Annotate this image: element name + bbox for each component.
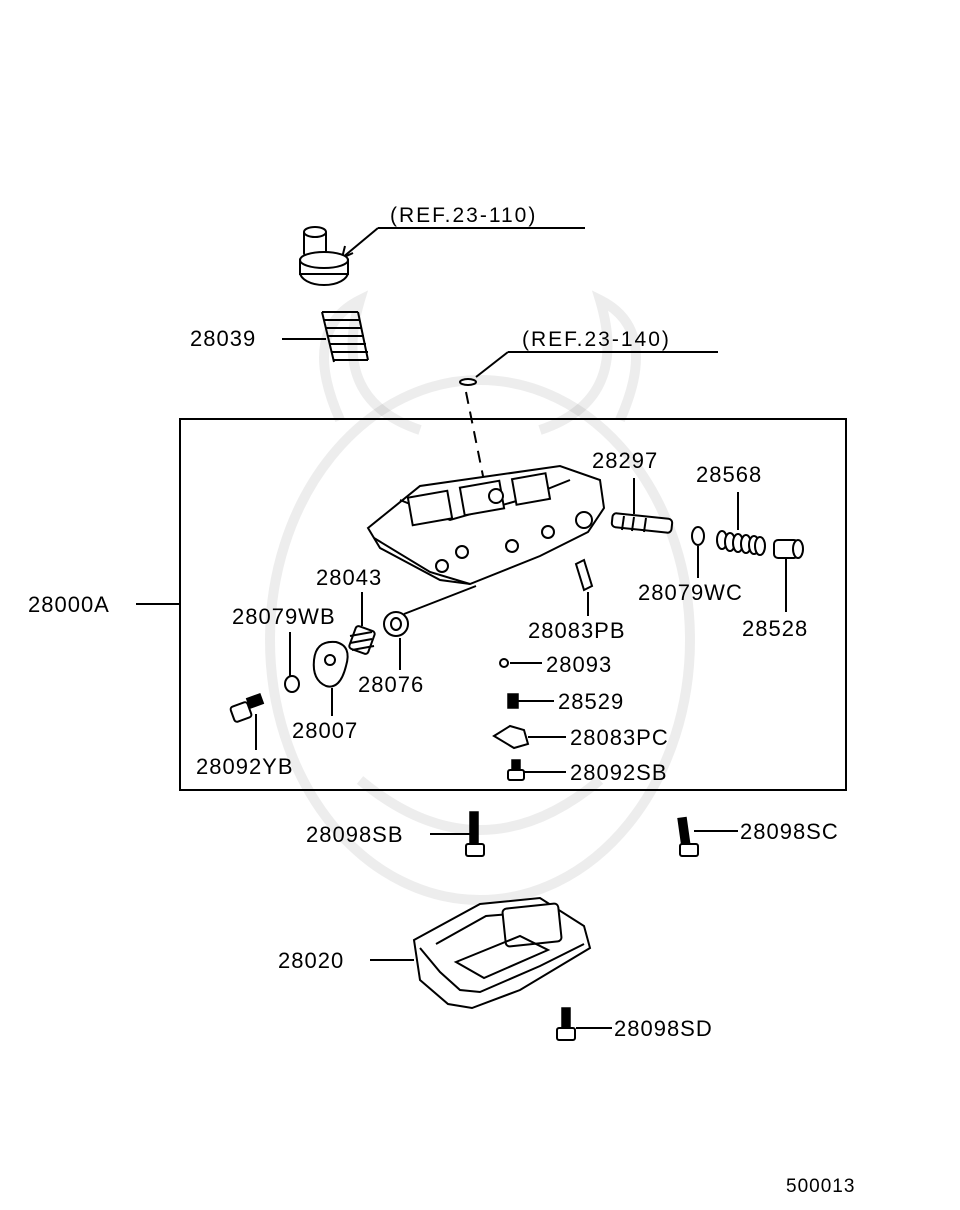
pin-28083PB-part	[574, 558, 594, 592]
label-28076[interactable]: 28076	[358, 672, 424, 697]
ball-28093-part	[499, 658, 509, 668]
clip-28083PC-part	[492, 724, 530, 750]
spring-28568-part	[716, 530, 766, 556]
washer-28079WC-part	[691, 526, 705, 546]
bolt-28098SD-part	[556, 1007, 576, 1041]
bolt-28092YB-part	[229, 692, 265, 723]
label-28043[interactable]: 28043	[316, 565, 382, 590]
watermark-emblem	[265, 290, 695, 905]
label-28098SC[interactable]: 28098SC	[740, 819, 839, 844]
label-28098SD[interactable]: 28098SD	[614, 1016, 713, 1041]
label-28083PC[interactable]: 28083PC	[570, 725, 669, 750]
label-28528[interactable]: 28528	[742, 616, 808, 641]
label-28083PB[interactable]: 28083PB	[528, 618, 626, 643]
label-28039[interactable]: 28039	[190, 326, 256, 351]
label-28007[interactable]: 28007	[292, 718, 358, 743]
valve-cap-part	[299, 226, 349, 286]
label-28529[interactable]: 28529	[558, 689, 624, 714]
bolt-28098SC-part	[677, 816, 699, 857]
screw-28529-part	[507, 693, 519, 709]
plate-28007-part	[312, 640, 349, 688]
label-28079WC[interactable]: 28079WC	[638, 580, 743, 605]
label-28568[interactable]: 28568	[696, 462, 762, 487]
label-28098SB[interactable]: 28098SB	[306, 822, 404, 847]
label-28000A[interactable]: 28000A	[28, 592, 110, 617]
bolt-28098SB-part	[465, 811, 485, 857]
spring-28039-part	[321, 311, 369, 363]
strainer-28020-part	[412, 896, 592, 1010]
label-28093[interactable]: 28093	[546, 652, 612, 677]
label-28020[interactable]: 28020	[278, 948, 344, 973]
bolt-28092SB-part	[507, 759, 525, 781]
bushing-28076-part	[383, 611, 409, 637]
plug-28528-part	[773, 539, 804, 559]
ref-23-110-callout[interactable]: (REF.23-110)	[341, 204, 585, 259]
label-28092SB[interactable]: 28092SB	[570, 760, 668, 785]
valve-28297-part	[610, 512, 674, 534]
ref-23-110-label: (REF.23-110)	[390, 204, 537, 227]
label-28092YB[interactable]: 28092YB	[196, 754, 294, 779]
ref-23-140-label: (REF.23-140)	[522, 328, 671, 351]
spring-28043-part	[348, 625, 376, 655]
washer-28079WB-part	[284, 675, 300, 693]
label-28297[interactable]: 28297	[592, 448, 658, 473]
diagram-code: 500013	[786, 1176, 855, 1197]
label-28079WB[interactable]: 28079WB	[232, 604, 336, 629]
valve-body-part	[366, 464, 606, 586]
